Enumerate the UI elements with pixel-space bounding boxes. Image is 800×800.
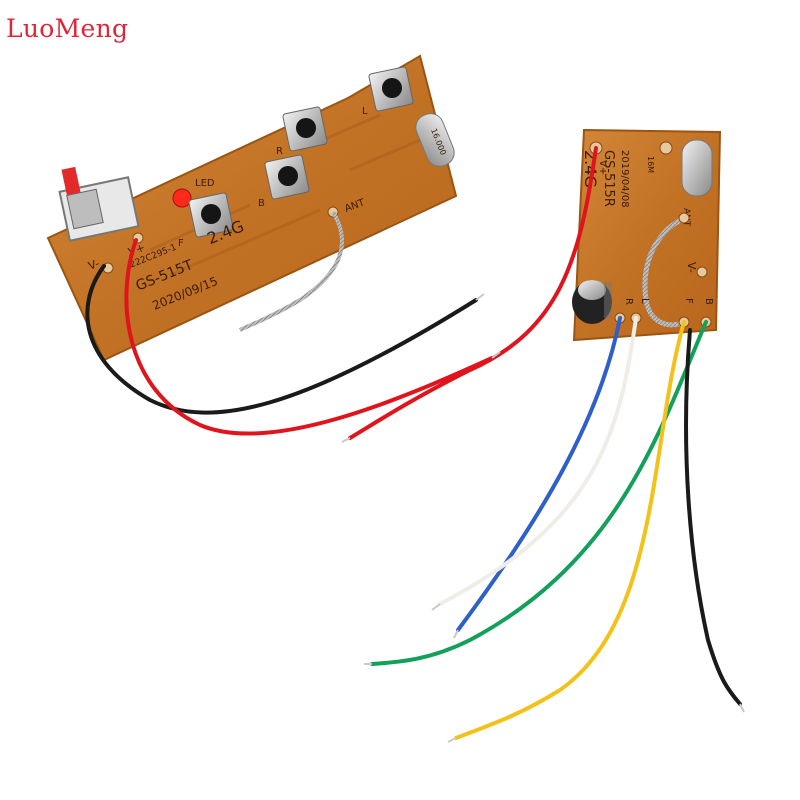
rx-label-f: F [683,298,694,304]
rx-label-l: L [639,298,650,304]
rx-wire-red [348,146,598,440]
rx-label-r: R [623,298,634,305]
rx-capacitor [572,280,612,324]
transmitter-board: 16.000 LED F B R L ANT V- V+ 222C295-1 G… [46,54,458,362]
rx-wire-green [370,320,708,666]
rx-label-v-plus: V+ [597,160,608,175]
rx-model: GS-515R [601,150,616,207]
wire-tips [341,293,745,743]
rx-crystal-label: 16M [646,156,655,173]
receiver-crystal [681,139,713,197]
rx-wire-blue [456,316,622,632]
tx-antenna [239,210,344,332]
tx-label-v-minus: V- [87,257,102,273]
rx-antenna [642,215,690,328]
rx-wire-yellow [454,320,686,740]
rx-wire-black [684,328,742,706]
button-f [188,192,234,238]
power-switch [58,166,140,242]
button-l [368,66,414,112]
watermark-logo: LuoMeng [6,14,129,43]
tx-label-led: LED [195,178,215,189]
tx-label-f: F [178,238,184,249]
rx-wire-white [438,316,638,606]
rx-label-b: B [703,298,714,305]
button-r [282,106,328,152]
transmitter-crystal: 16.000 [415,113,455,167]
receiver-board: 16M 2.4G GS-515R 2019/04/08 V+ ANT V- R … [572,128,722,342]
button-b [264,154,310,200]
led-indicator [172,188,192,208]
tx-label-l: L [362,106,368,117]
tx-wire-black [85,264,478,415]
rx-label-v-minus: V- [685,262,698,273]
tx-label-r: R [276,146,283,157]
tx-label-b: B [258,198,265,209]
tx-wire-red [124,238,494,436]
rx-date: 2019/04/08 [619,150,630,208]
